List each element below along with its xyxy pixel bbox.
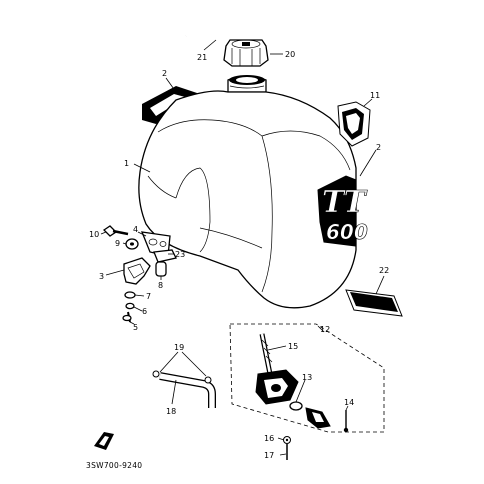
callout-labels: 21 20 2 1 11 2 10 9 4 23 3 8 7 6 5 22 12…	[86, 50, 389, 470]
callout-12: 12	[320, 325, 330, 334]
callout-3: 3	[99, 272, 104, 281]
callout-17: 17	[264, 451, 274, 460]
callout-9: 9	[115, 239, 120, 248]
pad-part	[345, 289, 403, 317]
callout-7: 7	[146, 292, 151, 301]
callout-2-decal: 2	[376, 143, 381, 152]
callout-20: 20	[285, 50, 295, 59]
callout-21: 21	[197, 53, 207, 62]
fuel-cock-part	[255, 333, 349, 433]
callout-2-top: 2	[162, 69, 167, 78]
mount-hardware-group	[102, 225, 177, 323]
fuel-cock-assembly-outline	[229, 323, 385, 433]
callout-23: 23	[175, 250, 185, 259]
callout-16: 16	[264, 434, 274, 443]
fuel-cap-part	[223, 39, 269, 67]
callout-11: 11	[370, 91, 380, 100]
diagram-code: 3SW700-9240	[86, 461, 142, 470]
front-arrow-icon	[94, 432, 114, 450]
callout-18: 18	[166, 407, 176, 416]
fuel-hose-part	[152, 370, 216, 408]
leader-lines	[100, 39, 385, 456]
decal-tt-text: TT	[322, 185, 368, 220]
callout-22: 22	[379, 266, 389, 275]
tt600-decal-part: TT 600	[317, 175, 369, 247]
callout-4: 4	[133, 225, 138, 234]
callout-14: 14	[344, 398, 354, 407]
emblem-part	[337, 101, 371, 147]
callout-10: 10	[89, 230, 99, 239]
callout-1: 1	[124, 159, 129, 168]
screw-16-17-part	[283, 436, 291, 460]
fuel-tank-part	[138, 75, 357, 309]
decal-600-text: 600	[326, 220, 368, 244]
callout-6: 6	[142, 307, 147, 316]
callout-13: 13	[302, 373, 312, 382]
callout-8: 8	[158, 281, 163, 290]
callout-15: 15	[288, 342, 298, 351]
callout-19: 19	[174, 343, 184, 352]
callout-5: 5	[133, 323, 138, 332]
